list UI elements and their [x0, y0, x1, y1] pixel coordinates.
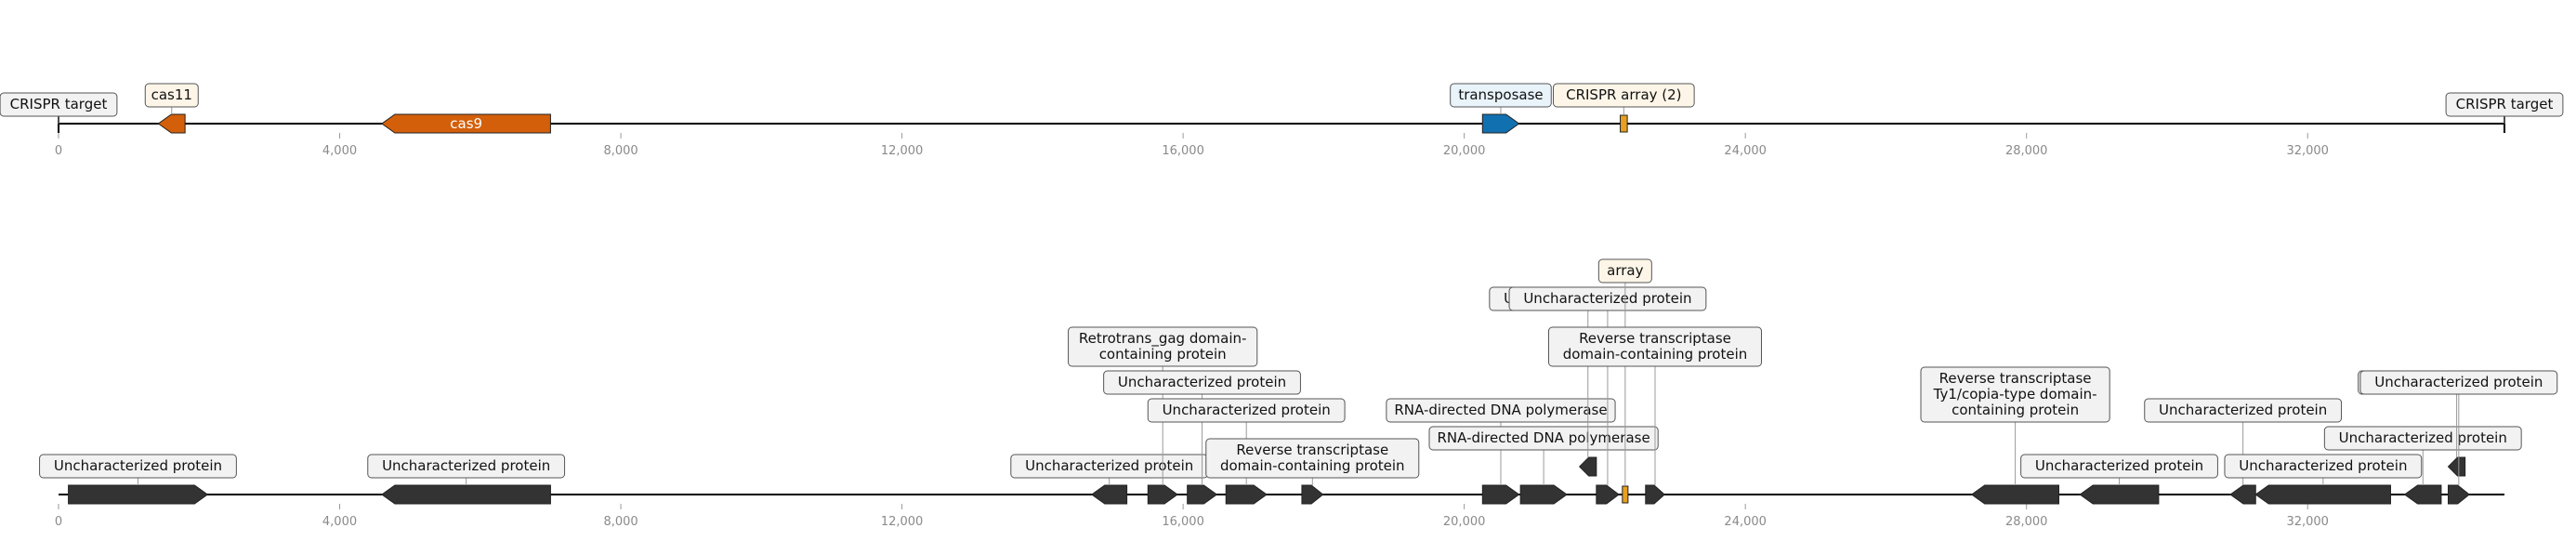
tick-label: 4,000	[322, 515, 357, 529]
feature-label-box	[2224, 454, 2423, 479]
feature-label: Uncharacterized protein	[2339, 429, 2507, 446]
feature-label-box	[144, 83, 199, 108]
feature-label-box	[1450, 83, 1552, 108]
crispr-array-mark	[1620, 114, 1628, 133]
feature-label: Uncharacterized protein	[1118, 374, 1286, 390]
gene-arrow	[1596, 484, 1620, 505]
tick-label: 0	[55, 144, 62, 158]
tick-label: 8,000	[603, 144, 637, 158]
gene-arrow	[1519, 484, 1568, 505]
gene-arrow	[2079, 484, 2160, 505]
feature-label-box	[1147, 398, 1346, 423]
feature-label-box	[2359, 370, 2558, 395]
gene-arrow	[2403, 484, 2442, 505]
feature-label-box	[1068, 326, 1258, 367]
gene-arrow	[1578, 456, 1597, 477]
feature-label: CRISPR array (2)	[1566, 86, 1681, 103]
tick-label: 32,000	[2286, 144, 2329, 158]
gene-arrow	[1645, 484, 1665, 505]
feature-label-box	[1547, 326, 1762, 367]
tick-label: 8,000	[603, 515, 637, 529]
feature-label-box	[1205, 438, 1420, 479]
tick-label: 20,000	[1443, 515, 1486, 529]
gene-arrow	[1481, 113, 1520, 134]
feature-label-box	[2144, 398, 2343, 423]
feature-label-box	[1103, 370, 1301, 395]
gene-arrow	[2447, 484, 2470, 505]
gene-arrow	[1481, 484, 1520, 505]
gene-arrow	[381, 484, 551, 505]
feature-label-box	[2323, 426, 2522, 451]
feature-label: RNA-directed DNA polymerase	[1394, 402, 1607, 418]
feature-label-box	[2445, 92, 2564, 117]
feature-label: RNA-directed DNA polymerase	[1438, 429, 1650, 446]
feature-label: Uncharacterized protein	[2035, 457, 2203, 474]
gene-arrow	[381, 113, 551, 134]
tick-label: 28,000	[2005, 144, 2048, 158]
feature-label-box	[1597, 258, 1652, 284]
gene-inner-label: cas9	[450, 115, 482, 132]
track-bottom: 0 4,000 8,000 12,000 16,000 20,000 24,000 28,00…	[39, 258, 2558, 529]
gene-arrow	[68, 484, 209, 505]
feature-label: Uncharacterized protein	[1163, 402, 1331, 418]
tick-label: 12,000	[881, 515, 924, 529]
tick-label: 16,000	[1162, 144, 1204, 158]
feature-label-box	[0, 92, 118, 117]
feature-label: Uncharacterized protein	[1523, 290, 1691, 307]
gene-arrow	[1090, 484, 1128, 505]
feature-label-box	[1386, 398, 1616, 423]
tick-label: 4,000	[322, 144, 357, 158]
gene-arrow	[1301, 484, 1324, 505]
feature-label: cas11	[151, 86, 192, 103]
tick-label: 32,000	[2286, 515, 2329, 529]
gene-arrow	[1187, 484, 1218, 505]
feature-label: Uncharacterized protein	[1025, 457, 1193, 474]
tick-label: 16,000	[1162, 515, 1204, 529]
tick-label: 12,000	[881, 144, 924, 158]
feature-label: Uncharacterized protein	[2374, 374, 2543, 390]
gene-arrow	[2254, 484, 2391, 505]
feature-label-box	[1428, 426, 1659, 451]
tick-label: 20,000	[1443, 144, 1486, 158]
feature-label: CRISPR target	[2456, 96, 2554, 112]
tick-label: 0	[55, 515, 62, 529]
feature-label-box	[2020, 454, 2218, 479]
feature-label-box	[1553, 83, 1695, 108]
feature-label: Uncharacterized protein	[2239, 457, 2407, 474]
gene-arrow	[2447, 456, 2466, 477]
feature-label-box	[39, 454, 237, 479]
tick-label: 24,000	[1724, 144, 1767, 158]
feature-label: array	[1607, 262, 1643, 279]
crispr-array-mark	[1622, 485, 1629, 504]
gene-arrow	[1970, 484, 2059, 505]
feature-label: Retrotrans_gag domain-containing protein	[1079, 330, 1247, 363]
feature-label: Uncharacterized protein	[54, 457, 222, 474]
track-top: 0 4,000 8,000 12,000 16,000 20,000 24,000 28,00…	[0, 83, 2564, 158]
gene-arrow	[2229, 484, 2256, 505]
feature-label: Uncharacterized protein	[2159, 402, 2327, 418]
feature-label: CRISPR target	[10, 96, 108, 112]
feature-label: transposase	[1458, 86, 1543, 103]
gene-arrow	[157, 113, 186, 134]
feature-label-box	[1920, 366, 2110, 423]
feature-label-box	[367, 454, 566, 479]
tick-label: 28,000	[2005, 515, 2048, 529]
feature-label-box	[1508, 286, 1707, 311]
feature-label: Uncharacterized protein	[382, 457, 550, 474]
tick-label: 24,000	[1724, 515, 1767, 529]
gene-arrow	[1225, 484, 1268, 505]
gene-arrow	[1147, 484, 1178, 505]
